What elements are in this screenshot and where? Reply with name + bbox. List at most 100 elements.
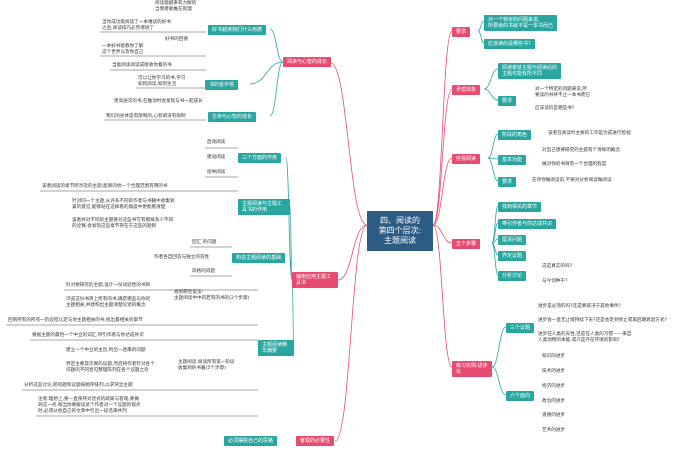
leaf-text: 主题相关,并建构出主题清楚论述的概念 bbox=[66, 303, 146, 308]
connector-line bbox=[432, 224, 453, 368]
central-topic-line: 第四个层次: bbox=[378, 226, 422, 235]
branch-five-steps[interactable]: 五个步骤 bbox=[452, 239, 481, 249]
branch-inspectional[interactable]: 检视阅读 bbox=[452, 154, 481, 164]
node-foundation[interactable]: 构造主题阅读的基础 bbox=[232, 253, 286, 263]
leaf-text: 启动阅读 bbox=[207, 140, 226, 145]
step-find-chapters[interactable]: 找到相关的章节 bbox=[498, 202, 542, 212]
leaf-text: 当你成功能阅读了一本难读的好书 bbox=[102, 20, 171, 25]
connector-line bbox=[291, 279, 295, 349]
node-paradox-require[interactable]: 要求 bbox=[498, 96, 517, 106]
branch-objectivity[interactable]: 客观的必要性 bbox=[296, 436, 335, 446]
node-line: 所要读的书就不是一本书而已 bbox=[488, 23, 554, 29]
connector-line bbox=[432, 157, 453, 226]
leaf-text: 时,必须从他自己的文章中引出一段话来并列 bbox=[38, 409, 127, 414]
node-three-issues[interactable]: 三个议题 bbox=[506, 323, 535, 333]
leaf-text: 人类动物的本能,或只是外在环境的影响? bbox=[538, 338, 620, 343]
central-topic[interactable]: 四、阅读的 第四个层次: 主题阅读 bbox=[367, 211, 433, 251]
node-paradox-detail[interactable]: 阅读者就主题与阅读后的 主题可能有所不同 bbox=[498, 63, 562, 79]
leaf-text: 艺术的进步 bbox=[542, 428, 565, 433]
leaf-text: 政治的进步 bbox=[542, 399, 565, 404]
leaf-text: 该者阅读的章节所涉及的主题,能够的他一个合理范围有用的书 bbox=[42, 184, 168, 189]
leaf-text: 当能阅读阅读成接收你着的书 bbox=[112, 63, 172, 68]
node-three-roles[interactable]: 三个方面的作用 bbox=[238, 153, 282, 163]
leaf-text: 一本好书能教你了解 bbox=[102, 44, 144, 49]
connector-line bbox=[337, 224, 368, 281]
leaf-text: 这是真实的吗? bbox=[542, 264, 573, 269]
leaf-text: 知识的进步 bbox=[542, 354, 565, 359]
leaf-text: 兼的意见,能够站在这样看的角度中更能看清楚 bbox=[72, 205, 166, 210]
leaf-text: 主题阅读:阅读所有第一阶段 bbox=[178, 360, 235, 365]
leaf-text: 好书的回德 bbox=[165, 37, 188, 42]
connector-line bbox=[329, 61, 368, 226]
connector-line bbox=[269, 28, 284, 63]
leaf-text: 可以让你学习的书,学习 bbox=[138, 76, 186, 81]
leaf-text: 针对要研究的主题,设计一份试验性的书目 bbox=[66, 283, 151, 288]
connector-line bbox=[334, 224, 368, 442]
node-basic-function[interactable]: 基本功能 bbox=[498, 155, 527, 165]
connector-line bbox=[432, 224, 453, 244]
step-define-issues[interactable]: 界定议题 bbox=[498, 251, 527, 261]
leaf-text: 经济的进步 bbox=[542, 384, 565, 389]
connector-line bbox=[483, 88, 499, 101]
leaf-text: 之后,阅读技巧必然增进了 bbox=[102, 26, 154, 31]
node-good-books[interactable]: 好书越读我们什么用德 bbox=[208, 25, 267, 35]
leaf-text: 界定主要及次要的议题,然后将作者针对各个 bbox=[66, 362, 155, 367]
leaf-text: 到这一点,每当你要解读某个作者对一个议题的观点 bbox=[38, 403, 141, 408]
leaf-text: 要读的书并不止一本书而已 bbox=[535, 93, 591, 98]
connector-line bbox=[477, 30, 485, 44]
node-line: 阅读者就主题与阅读后的 bbox=[502, 65, 558, 71]
leaf-text: 对自己想要研究的主题有个清晰的概念 bbox=[542, 148, 621, 153]
leaf-text: 分析这些讨论,把问题和议题按顺序排列,以求突显主题 bbox=[24, 383, 133, 388]
node-six-aspects[interactable]: 六个面向 bbox=[506, 391, 535, 401]
connector-line bbox=[483, 68, 499, 90]
step-common-terms[interactable]: 带引作者与你达成共识 bbox=[498, 219, 557, 229]
leaf-text: 风格的问题 bbox=[192, 269, 215, 274]
node-escape-thinking[interactable]: 必须摆脱自己的思路 bbox=[224, 436, 278, 446]
node-line: 对一个特定的问题来说, bbox=[488, 17, 540, 23]
connector-line bbox=[477, 20, 485, 32]
branch-requirements[interactable]: 要求 bbox=[452, 27, 471, 37]
node-summary[interactable]: 主题阅读精华摘要 bbox=[258, 340, 294, 356]
leaf-text: 针对同一个主题,从许多不同的作者与书籍中收集到 bbox=[72, 199, 175, 204]
branch-topical-tools[interactable]: 辅用应用主题工具书 bbox=[292, 272, 338, 288]
leaf-text: 该者并对不同的主题要对这些书写有那样多少不同 bbox=[72, 218, 174, 223]
branch-paradox[interactable]: 矛盾现象 bbox=[452, 85, 481, 95]
leaf-text: 根据主题的最恰一个中立的词汇,带引作者与你达成共识 bbox=[32, 333, 144, 338]
node-inspect-require[interactable]: 要求 bbox=[498, 177, 517, 187]
leaf-text: 阅读能越来有力解的 bbox=[155, 1, 197, 6]
leaf-text: 技术的进步 bbox=[542, 369, 565, 374]
branch-reading-growth[interactable]: 阅读与心智的成长 bbox=[283, 57, 332, 67]
leaf-text: 我们的身体是有限制的,心智却没有限制 bbox=[106, 114, 186, 119]
leaf-text: 规划研究说法: bbox=[174, 290, 204, 295]
leaf-text: 该者在阅读时主要的工作是为成进行检视 bbox=[548, 131, 631, 136]
node-topical-role[interactable]: 主题阅读与主题工具书的作用 bbox=[238, 199, 290, 215]
branch-progress-example[interactable]: 练习实例:进步论 bbox=[452, 361, 492, 377]
leaf-text: 与今何种干? bbox=[542, 279, 568, 284]
leaf-text: 进步是必须的吗?还是要取决于其他事件? bbox=[538, 304, 621, 309]
leaf-text: 注意:理想上,要一直保持对话式的疏离与客观,要做 bbox=[38, 397, 139, 402]
connector-line bbox=[432, 30, 453, 226]
leaf-text: 道德的进步 bbox=[542, 413, 565, 418]
leaf-text: 进步会一直无止境持续下去?还是会走到停止或再后期衰退方式? bbox=[538, 318, 667, 323]
leaf-text: 这个世界以及你自己 bbox=[102, 50, 144, 55]
connector-line bbox=[491, 326, 507, 368]
step-analyze-discussion[interactable]: 分析讨论 bbox=[498, 271, 527, 281]
node-which-books[interactable]: 应该读的是哪些书? bbox=[484, 39, 535, 49]
node-book-pyramid[interactable]: 书的金字塔 bbox=[205, 80, 239, 90]
leaf-text: 如何阅读,如何生活 bbox=[138, 82, 177, 87]
leaf-text: 更高层次的书,在推动时会发现与书一起成长 bbox=[114, 99, 203, 104]
connector-line bbox=[491, 222, 499, 244]
connector-line bbox=[289, 256, 293, 281]
central-topic-line: 主题阅读 bbox=[384, 236, 416, 245]
leaf-text: 指导阅读 bbox=[207, 170, 226, 175]
leaf-text: 回汇 的问题 bbox=[192, 240, 217, 245]
connector-line bbox=[269, 61, 284, 117]
node-life-growth[interactable]: 生命与心智的成长 bbox=[208, 112, 257, 122]
node-requirement-detail[interactable]: 对一个特定的问题来说, 所要读的书就不是一本书而已 bbox=[484, 15, 558, 31]
leaf-text: 问题的不同意见整理陈列在各个议题之旁 bbox=[66, 368, 149, 373]
node-stage-role[interactable]: 阶段的角色 bbox=[498, 130, 532, 140]
leaf-text: 建设阅读 bbox=[207, 155, 226, 160]
leaf-text: 收集到的书籍(5个步骤) bbox=[178, 366, 226, 371]
step-clarify-questions[interactable]: 厘清问题 bbox=[498, 235, 527, 245]
